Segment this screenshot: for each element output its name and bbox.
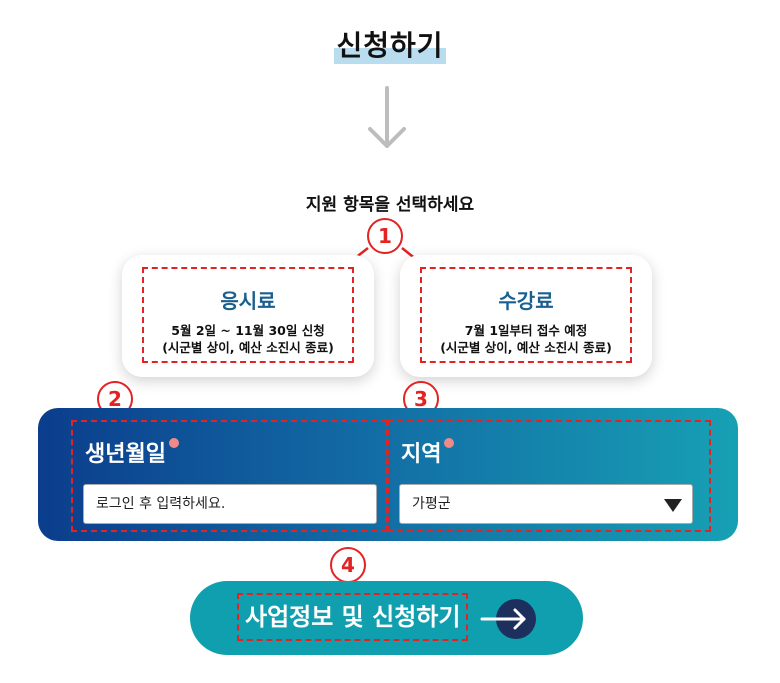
page-title: 신청하기 [334, 28, 446, 64]
page-header: 신청하기 [0, 28, 780, 64]
required-dot-icon [168, 438, 179, 448]
option-card-highlight: 응시료 5월 2일 ~ 11월 30일 신청 (시군별 상이, 예산 소진시 종… [142, 267, 354, 363]
option-desc-line: 7월 1일부터 접수 예정 [464, 323, 588, 338]
option-title: 응시료 [220, 289, 276, 313]
arrow-right-icon [480, 599, 536, 639]
required-dot-icon [444, 438, 455, 448]
birthdate-label-text: 생년월일 [85, 442, 166, 467]
region-select[interactable]: 가평군 [399, 484, 693, 524]
option-desc-line: (시군별 상이, 예산 소진시 종료) [440, 340, 612, 355]
option-card-highlight: 수강료 7월 1일부터 접수 예정 (시군별 상이, 예산 소진시 종료) [420, 267, 632, 363]
triangle-down-icon[interactable] [664, 499, 682, 512]
option-description: 5월 2일 ~ 11월 30일 신청 (시군별 상이, 예산 소진시 종료) [144, 322, 352, 356]
region-section: 지역 가평군 [387, 420, 711, 532]
arrow-down-icon [368, 86, 406, 148]
birthdate-input[interactable]: 로그인 후 입력하세요. [83, 484, 377, 524]
option-card-exam-fee[interactable]: 응시료 5월 2일 ~ 11월 30일 신청 (시군별 상이, 예산 소진시 종… [122, 255, 374, 377]
option-desc-line: (시군별 상이, 예산 소진시 종료) [162, 340, 334, 355]
birthdate-section: 생년월일 로그인 후 입력하세요. [71, 420, 387, 532]
birthdate-label: 생년월일 [85, 436, 179, 468]
region-selected-value: 가평군 [412, 496, 451, 512]
annotation-marker-1: 1 [367, 218, 403, 254]
instruction-text: 지원 항목을 선택하세요 [305, 195, 475, 215]
annotation-marker-4: 4 [330, 547, 366, 583]
option-desc-line: 5월 2일 ~ 11월 30일 신청 [171, 323, 325, 338]
form-panel: 생년월일 로그인 후 입력하세요. 지역 가평군 [38, 408, 738, 541]
region-label-text: 지역 [401, 442, 442, 467]
region-label: 지역 [401, 436, 455, 468]
option-title: 수강료 [498, 289, 554, 313]
apply-button-label: 사업정보 및 신청하기 [237, 593, 469, 641]
option-card-tuition[interactable]: 수강료 7월 1일부터 접수 예정 (시군별 상이, 예산 소진시 종료) [400, 255, 652, 377]
option-description: 7월 1일부터 접수 예정 (시군별 상이, 예산 소진시 종료) [422, 322, 630, 356]
apply-button[interactable]: 사업정보 및 신청하기 [190, 581, 583, 655]
